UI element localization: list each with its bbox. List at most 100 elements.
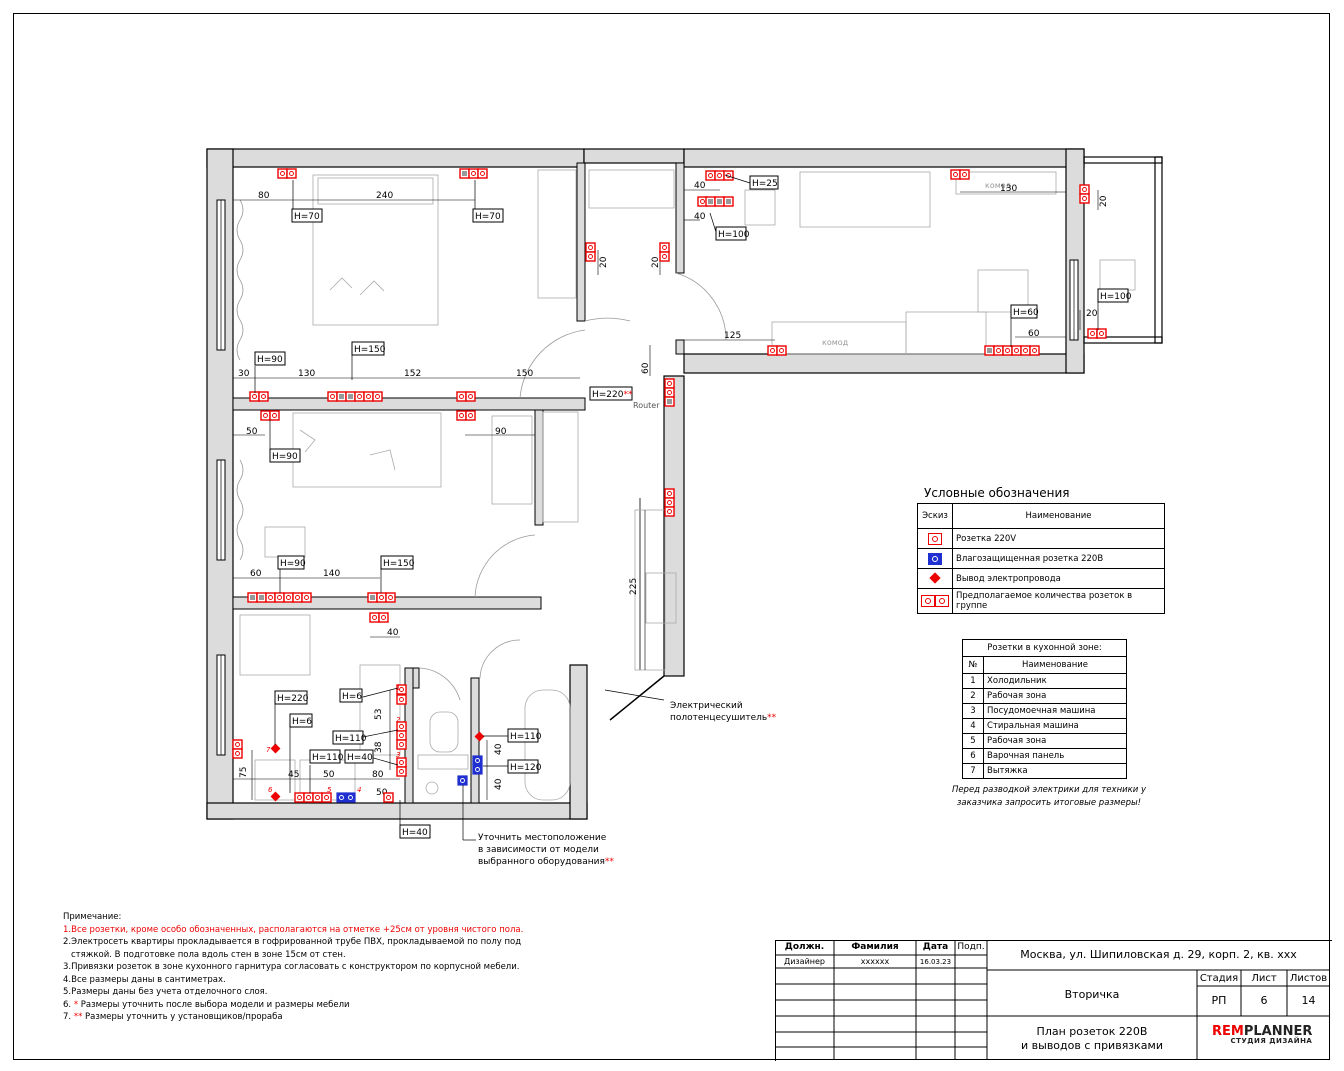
windows xyxy=(216,199,1079,756)
clarify-label-3: выбранного оборудования** xyxy=(478,857,614,867)
socket-220v-icon xyxy=(274,592,285,603)
dim-80: 80 xyxy=(258,191,270,201)
note-2a: 2.Электросеть квартиры прокладывается в … xyxy=(63,937,522,947)
socket-220v-icon xyxy=(705,170,716,181)
height-tag-h40b: H=40 xyxy=(399,824,431,839)
height-tag-text: H=220 xyxy=(277,694,309,704)
notes-heading: Примечание: xyxy=(63,912,122,922)
kitchen-sockets-table: Розетки в кухонной зоне: № Наименование … xyxy=(962,639,1127,779)
tb-header-sign: Подп. xyxy=(957,942,985,952)
walls xyxy=(206,148,1163,820)
socket-220v-icon xyxy=(232,748,243,759)
legend-row: Влагозащищенная розетка 220В xyxy=(917,548,1165,569)
height-tag-h110c: H=110 xyxy=(507,728,542,743)
dimension-lines xyxy=(233,189,1099,800)
height-tag-h220a: H=220** xyxy=(589,386,633,401)
dim-225: 225 xyxy=(629,578,639,595)
waterproof-socket-icon xyxy=(928,552,942,565)
tb-header-stage: Стадия xyxy=(1199,973,1239,984)
tb-header-role: Должн. xyxy=(784,942,825,952)
tb-header-surname: Фамилия xyxy=(851,942,899,952)
socket-220v-icon xyxy=(959,169,970,180)
legend-row: Предполагаемое количества розеток в груп… xyxy=(917,588,1165,614)
legend-title: Условные обозначения xyxy=(924,486,1070,500)
socket-220v-icon xyxy=(301,592,312,603)
dim-40c: 40 xyxy=(694,212,706,222)
height-tag-text: H=90 xyxy=(280,559,306,569)
legend-row-name: Влагозащищенная розетка 220В xyxy=(952,548,1165,569)
socket-220v-icon xyxy=(1011,345,1022,356)
kitchen-row-name: Холодильник xyxy=(983,673,1127,689)
socket-220v-icon xyxy=(1079,193,1090,204)
socket-220v-icon xyxy=(303,792,314,803)
tb-address: Москва, ул. Шипиловская д. 29, корп. 2, … xyxy=(1020,948,1297,961)
height-tag-text: H=150 xyxy=(354,345,386,355)
socket-220v-icon xyxy=(723,170,734,181)
tb-role: Дизайнер xyxy=(783,957,826,966)
door-swings xyxy=(419,272,727,721)
kitchen-row-num: 3 xyxy=(962,703,984,719)
kitchen-row-name: Стиральная машина xyxy=(983,718,1127,734)
tb-header-date: Дата xyxy=(922,942,949,952)
socket-220v-icon xyxy=(372,391,383,402)
socket-220v-icon xyxy=(456,410,467,421)
height-tag-text: H=90 xyxy=(257,355,283,365)
dim-125: 125 xyxy=(724,331,741,341)
socket-220v-icon xyxy=(378,612,389,623)
socket-220v-icon xyxy=(928,532,942,545)
socket-220v-icon xyxy=(367,592,378,603)
socket-220v-icon xyxy=(664,506,675,517)
socket-220v-icon xyxy=(664,488,675,499)
kitchen-num-2: 2 xyxy=(396,716,401,724)
komod-label-2: комод xyxy=(822,338,849,347)
height-tag-text: H=70 xyxy=(294,212,320,222)
height-tag-h6b: H=6 xyxy=(339,688,363,703)
tb-sheets: 14 xyxy=(1301,994,1316,1007)
height-tag-text: H=220** xyxy=(592,390,633,400)
socket-220v-icon xyxy=(258,391,269,402)
socket-220v-icon xyxy=(1002,345,1013,356)
height-tag-text: H=70 xyxy=(475,212,501,222)
interior-walls xyxy=(232,162,685,804)
legend-row-name: Розетка 220V xyxy=(952,528,1165,549)
socket-220v-icon xyxy=(585,251,596,262)
height-tag-h25: H=25 xyxy=(749,175,779,190)
kitchen-row-num: 7 xyxy=(962,763,984,779)
waterproof-socket-icon xyxy=(472,764,483,775)
kitchen-row-name: Вытяжка xyxy=(983,763,1127,779)
dim-45: 45 xyxy=(288,770,299,780)
socket-220v-icon xyxy=(456,391,467,402)
dim-90: 90 xyxy=(495,427,507,437)
socket-220v-icon xyxy=(396,730,407,741)
kitchen-col-num: № xyxy=(962,656,984,674)
socket-220v-icon xyxy=(459,168,470,179)
wire-outlet-icon xyxy=(929,572,941,584)
tb-header-sheets: Листов xyxy=(1289,973,1328,984)
legend-row: Розетка 220V xyxy=(917,528,1165,549)
dim-240: 240 xyxy=(376,191,393,201)
note-3: 3.Привязки розеток в зоне кухонного гарн… xyxy=(63,962,520,972)
note-7: 7. ** Размеры уточнить у установщиков/пр… xyxy=(63,1012,283,1022)
kitchen-row-num: 5 xyxy=(962,733,984,749)
socket-220v-icon xyxy=(260,410,271,421)
legend-col-name: Наименование xyxy=(952,503,1165,529)
legend-row: Вывод электропровода xyxy=(917,568,1165,589)
dim-50b: 50 xyxy=(323,770,335,780)
height-tag-h40a: H=40 xyxy=(344,749,374,764)
waterproof-socket-icon xyxy=(472,755,483,766)
dim-60b: 60 xyxy=(1028,329,1040,339)
towel-dryer-label-1: Электрический xyxy=(670,701,743,711)
dim-40b: 40 xyxy=(694,181,706,191)
note-6: 6. * Размеры уточнить после выбора модел… xyxy=(63,999,350,1010)
height-tag-text: H=110 xyxy=(312,753,344,763)
note-5: 5.Размеры даны без учета отделочного сло… xyxy=(63,987,268,997)
height-tag-text: H=120 xyxy=(510,763,542,773)
height-tag-text: H=150 xyxy=(383,559,415,569)
height-tag-text: H=100 xyxy=(1100,292,1132,302)
wire-outlets xyxy=(270,731,485,802)
height-tag-text: H=6 xyxy=(342,692,362,702)
tb-stage: РП xyxy=(1211,994,1227,1007)
